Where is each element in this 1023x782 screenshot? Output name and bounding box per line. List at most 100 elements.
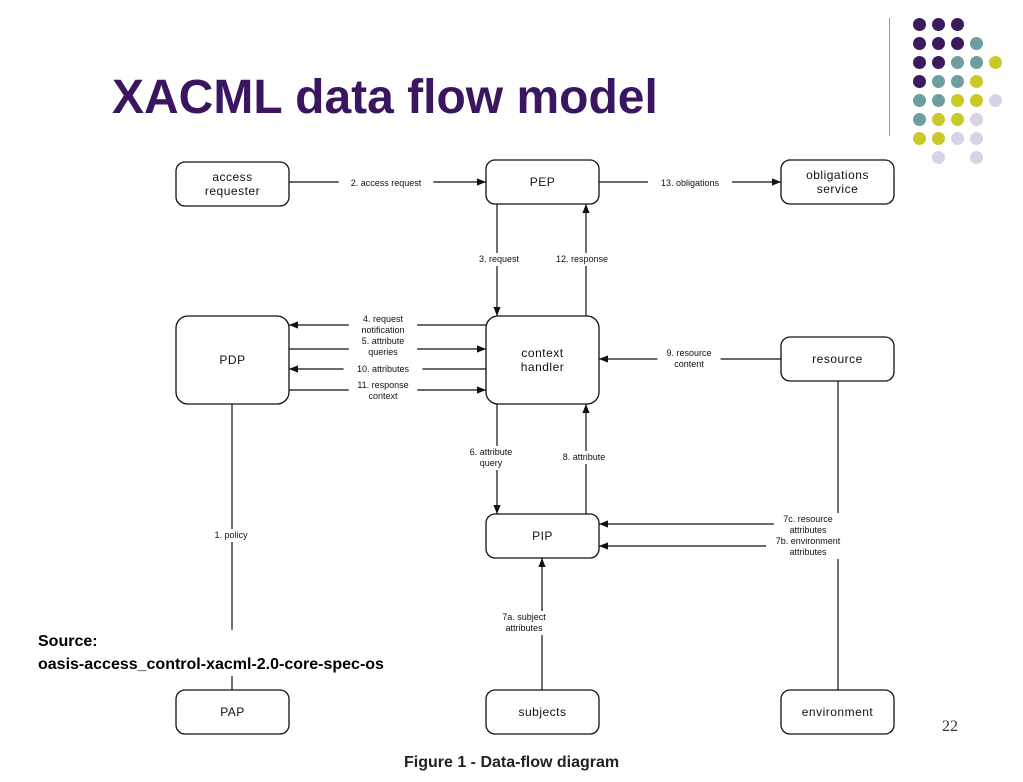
- source-label: Source:: [38, 633, 98, 650]
- node-pip: PIP: [485, 513, 600, 559]
- node-box: [485, 315, 600, 405]
- decorative-dot: [913, 132, 926, 145]
- slide-title: XACML data flow model: [112, 71, 658, 124]
- label-backdrop: [547, 253, 617, 266]
- node-label: environment: [802, 705, 874, 719]
- edge-label-text: 7a. subject: [502, 612, 546, 622]
- decorative-dot: [970, 132, 983, 145]
- edge-label-e3: 3. request: [470, 253, 528, 266]
- node-label: requester: [205, 184, 260, 198]
- decorative-dot: [932, 151, 945, 164]
- node-resource: resource: [780, 336, 895, 382]
- edge-label-e13: 13. obligations: [648, 177, 732, 190]
- decorative-dot: [951, 56, 964, 69]
- decorative-dot: [951, 94, 964, 107]
- node-label: access: [212, 170, 252, 184]
- decorative-dot: [970, 37, 983, 50]
- node-environment: environment: [780, 689, 895, 735]
- edge-label-text: 11. response: [357, 380, 408, 390]
- edge-label-e1: 1. policy: [204, 529, 258, 542]
- edge-e7c: [599, 381, 839, 528]
- node-pdp: PDP: [175, 315, 290, 405]
- decorative-dot: [970, 56, 983, 69]
- node-label: PIP: [532, 529, 553, 543]
- label-backdrop: [348, 335, 418, 359]
- label-backdrop: [549, 451, 619, 464]
- edge-label-e2: 2. access request: [338, 177, 434, 190]
- node-label: handler: [521, 360, 565, 374]
- label-backdrop: [648, 177, 732, 190]
- decorative-dot: [913, 56, 926, 69]
- decorative-dot: [970, 94, 983, 107]
- decorative-dot: [970, 151, 983, 164]
- node-box: [175, 161, 290, 207]
- node-box: [485, 689, 600, 735]
- decorative-dot: [932, 113, 945, 126]
- node-box: [780, 336, 895, 382]
- source-document: oasis-access_control-xacml-2.0-core-spec…: [38, 656, 384, 673]
- decorative-dot: [913, 113, 926, 126]
- decorative-dot: [951, 113, 964, 126]
- label-backdrop: [204, 529, 258, 542]
- decorative-dot: [951, 132, 964, 145]
- node-pep: PEP: [485, 159, 600, 205]
- edge-label-text: content: [674, 359, 704, 369]
- decorative-rule: [889, 18, 890, 136]
- edge-label-text: 13. obligations: [661, 178, 720, 188]
- node-label: PEP: [530, 175, 556, 189]
- label-backdrop: [470, 253, 528, 266]
- decorative-dot: [932, 75, 945, 88]
- node-box: [175, 315, 290, 405]
- node-subjects: subjects: [485, 689, 600, 735]
- node-box: [485, 159, 600, 205]
- decorative-dot: [932, 37, 945, 50]
- label-backdrop: [348, 379, 418, 403]
- node-box: [175, 689, 290, 735]
- decorative-dot: [970, 113, 983, 126]
- label-backdrop: [492, 611, 556, 635]
- page-number: 22: [942, 718, 958, 735]
- decorative-dot: [951, 37, 964, 50]
- edge-label-text: 1. policy: [214, 530, 248, 540]
- decorative-dot: [951, 18, 964, 31]
- node-label: resource: [812, 352, 863, 366]
- label-backdrop: [348, 313, 418, 337]
- edge-e7b: [599, 542, 839, 690]
- decorative-dot: [989, 56, 1002, 69]
- edge-label-text: 3. request: [479, 254, 520, 264]
- edge-label-text: attributes: [789, 547, 827, 557]
- edge-label-text: query: [480, 458, 503, 468]
- decorative-dot: [989, 94, 1002, 107]
- edge-label-e8: 8. attribute: [549, 451, 619, 464]
- decorative-dot: [932, 18, 945, 31]
- edge-label-text: 8. attribute: [563, 452, 606, 462]
- label-backdrop: [343, 363, 423, 376]
- node-label: PDP: [219, 353, 245, 367]
- decorative-dot: [913, 37, 926, 50]
- label-backdrop: [456, 446, 526, 470]
- node-label: service: [817, 182, 859, 196]
- edge-label-text: 10. attributes: [357, 364, 410, 374]
- node-label: obligations: [806, 168, 869, 182]
- edge-label-text: 4. request: [363, 314, 404, 324]
- edge-label-text: 2. access request: [351, 178, 422, 188]
- node-label: context: [521, 346, 563, 360]
- node-label: subjects: [518, 705, 566, 719]
- edge-label-text: attributes: [789, 525, 827, 535]
- edge-label-e10: 10. attributes: [343, 363, 423, 376]
- edge-label-text: 7c. resource: [783, 514, 833, 524]
- decorative-dot: [913, 18, 926, 31]
- edge-label-text: attributes: [505, 623, 543, 633]
- node-box: [485, 513, 600, 559]
- node-pap: PAP: [175, 689, 290, 735]
